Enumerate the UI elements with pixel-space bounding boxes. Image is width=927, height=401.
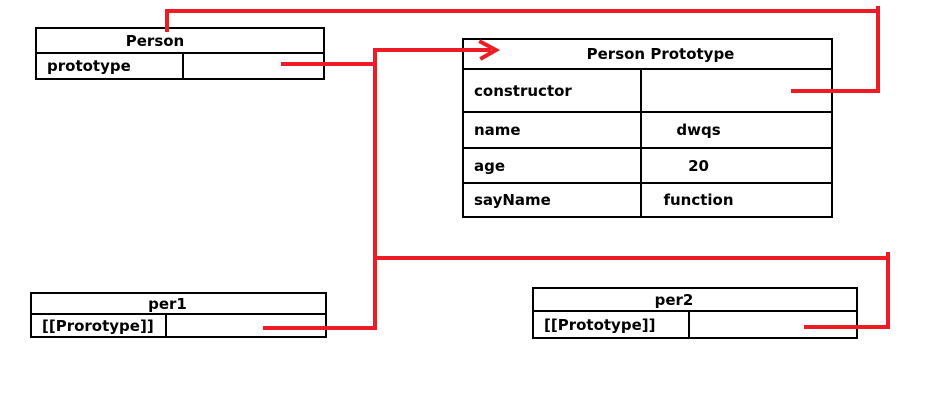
proto-age-label: age <box>464 149 642 182</box>
per2-box: per2 [[Prototype]] <box>532 287 858 339</box>
proto-name-label: name <box>464 113 642 147</box>
proto-sayname-label: sayName <box>464 184 642 216</box>
proto-row-constructor: constructor <box>464 70 831 113</box>
person-prototype-box-title: Person Prototype <box>464 40 831 70</box>
per2-prototype-value <box>690 312 856 337</box>
per1-box-title: per1 <box>32 294 325 315</box>
per1-box: per1 [[Prorotype]] <box>30 292 327 338</box>
proto-row-age: age 20 <box>464 149 831 184</box>
per1-prototype-value <box>167 315 325 336</box>
per1-prototype-label: [[Prorotype]] <box>32 315 167 336</box>
per2-prototype-label: [[Prototype]] <box>534 312 690 337</box>
proto-constructor-label: constructor <box>464 70 642 111</box>
person-box: Person prototype <box>35 27 325 80</box>
proto-row-sayname: sayName function <box>464 184 831 216</box>
person-prototype-label: prototype <box>37 54 184 78</box>
per2-row-prototype: [[Prototype]] <box>534 312 856 337</box>
proto-row-name: name dwqs <box>464 113 831 149</box>
proto-constructor-value <box>642 70 831 111</box>
person-prototype-box: Person Prototype constructor name dwqs a… <box>462 38 833 218</box>
proto-sayname-value: function <box>663 191 734 209</box>
per1-row-prototype: [[Prorotype]] <box>32 315 325 336</box>
proto-age-value: 20 <box>688 156 709 175</box>
proto-name-value: dwqs <box>676 121 721 139</box>
per2-box-title: per2 <box>534 289 856 312</box>
person-box-title: Person <box>37 29 323 54</box>
person-prototype-value <box>184 54 323 78</box>
person-row-prototype: prototype <box>37 54 323 78</box>
